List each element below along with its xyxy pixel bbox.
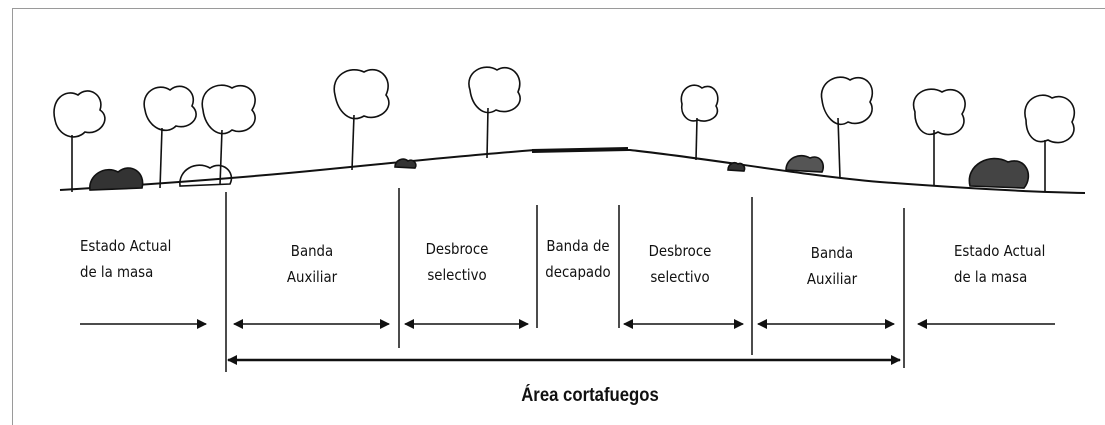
tree-icon xyxy=(143,85,197,189)
tree-icon xyxy=(201,84,256,186)
zone-label-left-auxiliary: Banda Auxiliar xyxy=(269,238,355,290)
terrain-profile xyxy=(59,149,1086,194)
bush-icon xyxy=(394,158,417,169)
tree-icon xyxy=(912,88,966,185)
bush-icon xyxy=(179,164,233,187)
zone-label-line: Auxiliar xyxy=(806,270,858,288)
tree-icon xyxy=(53,90,106,192)
zone-label-right-selective: Desbroce selectivo xyxy=(640,238,719,290)
zone-dividers xyxy=(225,188,905,372)
zone-label-right-current: Estado Actual de la masa xyxy=(954,238,1045,290)
diagram-frame xyxy=(12,8,1105,425)
vegetation-illustration xyxy=(53,66,1076,192)
bush-icon xyxy=(727,162,746,172)
zone-label-line: de la masa xyxy=(954,268,1028,286)
zone-label-line: Banda xyxy=(290,242,334,260)
zone-label-left-current: Estado Actual de la masa xyxy=(80,233,171,285)
zone-label-line: de la masa xyxy=(80,263,154,281)
bush-icon xyxy=(968,157,1030,189)
zone-label-line: Banda de xyxy=(546,237,610,255)
zone-label-line: Desbroce xyxy=(648,242,712,260)
zone-label-stripping: Banda de decapado xyxy=(538,233,617,285)
zone-label-line: Estado Actual xyxy=(80,237,172,255)
zone-label-line: Desbroce xyxy=(425,240,489,258)
zone-label-line: Auxiliar xyxy=(286,268,338,286)
zone-label-line: decapado xyxy=(545,263,611,281)
tree-icon xyxy=(1024,94,1076,192)
zone-label-line: Estado Actual xyxy=(954,242,1046,260)
zone-label-right-auxiliary: Banda Auxiliar xyxy=(789,240,875,292)
tree-icon xyxy=(820,76,874,179)
decapado-surface xyxy=(531,147,629,153)
bush-icon xyxy=(785,154,825,173)
zone-label-line: selectivo xyxy=(650,268,710,286)
zone-label-line: Banda xyxy=(810,244,854,262)
tree-icon xyxy=(468,66,521,159)
total-area-label: Área cortafuegos xyxy=(521,385,659,406)
bush-icon xyxy=(89,167,144,191)
tree-icon xyxy=(680,84,719,161)
zone-label-line: selectivo xyxy=(427,266,487,284)
zone-label-left-selective: Desbroce selectivo xyxy=(418,236,495,288)
tree-icon xyxy=(333,69,390,171)
